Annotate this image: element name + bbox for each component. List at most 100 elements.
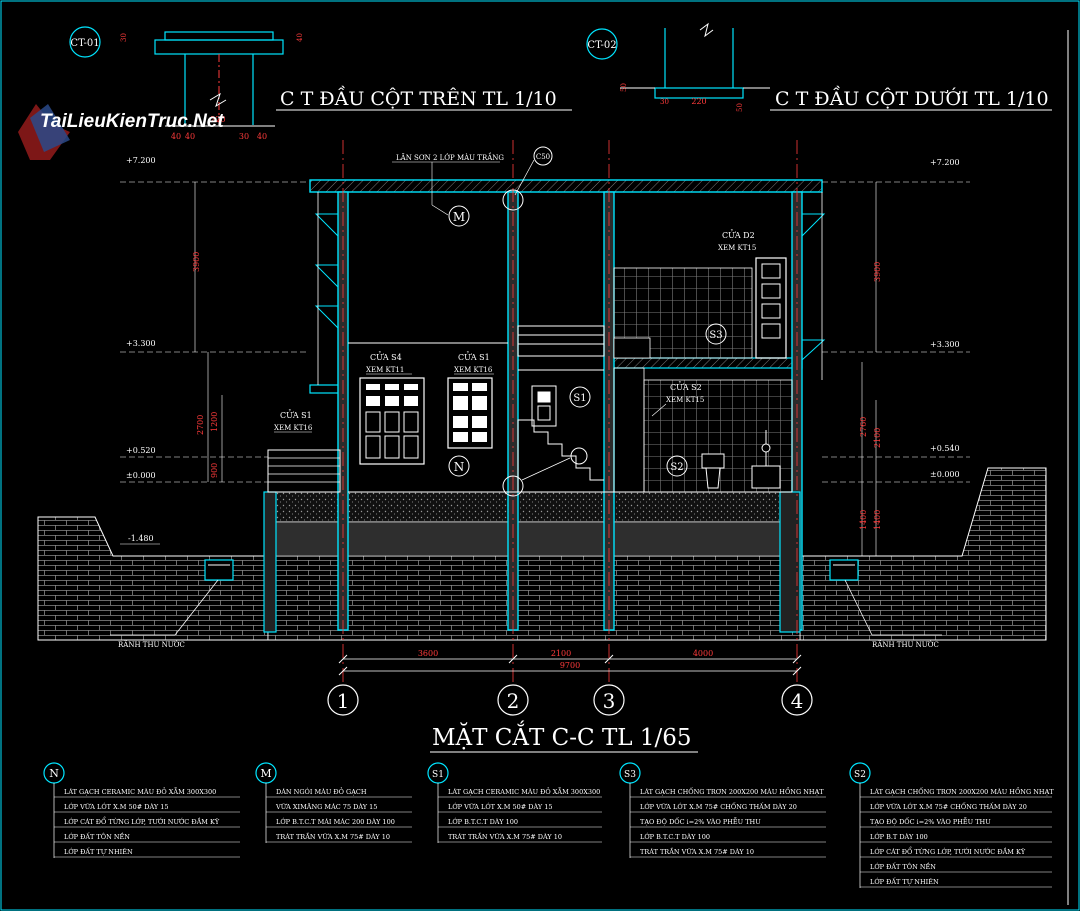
dimension-chain: 3600 2100 4000 9700	[338, 649, 802, 676]
svg-text:1400: 1400	[873, 510, 882, 530]
svg-text:900: 900	[210, 463, 219, 478]
detail-dim: 220	[210, 115, 225, 124]
svg-text:40: 40	[185, 132, 195, 141]
svg-text:XEM KT15: XEM KT15	[718, 244, 756, 252]
legend-n: N LÁT GẠCH CERAMIC MÀU ĐỎ XẪM 300X300LỚP …	[43, 762, 240, 858]
legend-line: TẠO ĐỘ DỐC i=2% VÀO PHỄU THU	[870, 816, 991, 826]
svg-text:+0.540: +0.540	[930, 444, 960, 453]
drain-label: RÃNH THU NƯỚC	[118, 640, 185, 649]
ground	[37, 467, 1047, 641]
svg-text:30: 30	[120, 33, 128, 42]
axis-bubbles: 1 2 3 4	[327, 684, 813, 716]
svg-text:4000: 4000	[693, 649, 713, 658]
svg-text:+7.200: +7.200	[126, 156, 156, 165]
svg-text:4: 4	[791, 689, 804, 713]
detail-tag: CT-02	[587, 40, 616, 51]
legend-line: LỚP ĐẤT TỰ NHIÊN	[64, 846, 133, 856]
svg-text:220: 220	[691, 97, 706, 106]
svg-text:XEM KT11: XEM KT11	[366, 366, 404, 374]
svg-text:-1.480: -1.480	[128, 534, 154, 543]
legend-line: LỚP B.T.C.T MÁI MÁC 200 DÀY 100	[276, 817, 395, 826]
svg-text:N: N	[454, 460, 465, 474]
sink	[751, 430, 781, 489]
staircase	[517, 325, 605, 492]
legend-line: DÁN NGÓI MÀU ĐỎ GẠCH	[276, 786, 367, 796]
callout-c50: C50	[536, 153, 550, 161]
drain-label: RÃNH THU NƯỚC	[872, 640, 939, 649]
door-labels: CỬA S4 XEM KT11 CỬA S1 XEM KT16 CỬA S1 X…	[274, 230, 756, 433]
window-s1-left	[267, 449, 341, 493]
legend-line: LỚP B.T.C.T DÀY 100	[448, 817, 518, 826]
legend-line: LÁT GẠCH CERAMIC MÀU ĐỎ XẪM 300X300	[64, 786, 216, 796]
detail-title: C T ĐẦU CỘT DƯỚI TL 1/10	[775, 85, 1049, 110]
window-s1	[447, 377, 493, 449]
svg-text:50: 50	[736, 103, 744, 112]
marker-s2: S2	[666, 455, 688, 477]
legend-line: LỚP VỮA LÓT X.M 75# CHỐNG THẤM DÀY 20	[870, 801, 1027, 811]
detail-title: C T ĐẦU CỘT TRÊN TL 1/10	[280, 85, 557, 110]
svg-text:2100: 2100	[551, 649, 571, 658]
drain-right: RÃNH THU NƯỚC	[829, 559, 942, 649]
material-legends: N LÁT GẠCH CERAMIC MÀU ĐỎ XẪM 300X300LỚP …	[43, 762, 1054, 888]
svg-text:M: M	[453, 210, 465, 224]
svg-text:3900: 3900	[873, 262, 882, 282]
axis-1: 1	[327, 684, 359, 716]
svg-text:+3.300: +3.300	[930, 340, 960, 349]
svg-text:XEM KT16: XEM KT16	[454, 366, 493, 374]
svg-text:CỬA S1: CỬA S1	[280, 410, 312, 420]
svg-text:2760: 2760	[859, 417, 868, 437]
svg-text:CỬA S1: CỬA S1	[458, 352, 490, 362]
axis-4: 4	[781, 684, 813, 716]
legend-line: LỚP CÁT ĐỔ TỪNG LỚP, TƯỚI NƯỚC ĐẦM KỸ	[870, 845, 1026, 856]
legend-m: M DÁN NGÓI MÀU ĐỎ GẠCH VỮA XIMĂNG MÁC 75 D…	[255, 762, 412, 843]
detail-ct02: CT-02 220 50 50 30 C T ĐẦU CỘT DƯỚI TL 1…	[586, 22, 1052, 112]
legend-line: LỚP VỮA LÓT X.M 75# CHỐNG THẤM DÀY 20	[640, 801, 797, 811]
legend-line: TRÁT TRẦN VỮA X.M 75# DÀY 10	[640, 846, 754, 856]
svg-text:2100: 2100	[873, 428, 882, 448]
door-d2	[755, 257, 787, 359]
svg-text:40: 40	[296, 33, 304, 42]
svg-text:3: 3	[603, 689, 616, 713]
legend-line: LỚP VỮA LÓT X.M 50# DÀY 15	[448, 802, 553, 811]
legend-line: TRÁT TRẦN VỮA X.M 75# DÀY 10	[276, 831, 390, 841]
detail-tag: CT-01	[70, 38, 99, 49]
building-section: LĂN SƠN 2 LỚP MÀU TRẮNG C50	[263, 140, 826, 690]
svg-text:CỬA D2: CỬA D2	[722, 230, 755, 240]
window-s4	[359, 377, 425, 465]
marker-m: M	[448, 205, 470, 227]
svg-text:XEM KT16: XEM KT16	[274, 424, 313, 432]
legend-line: LỚP B.T.C.T DÀY 100	[640, 832, 710, 841]
material-markers: M N S1 S2 S3	[448, 205, 727, 477]
detail-tag-circle	[69, 26, 101, 58]
legend-line: LỚP CÁT ĐỔ TỪNG LỚP, TƯỚI NƯỚC ĐẦM KỸ	[64, 815, 220, 826]
legend-line: LỚP B.T DÀY 100	[870, 832, 928, 841]
svg-text:CỬA S2: CỬA S2	[670, 382, 702, 392]
marker-s3: S3	[705, 323, 727, 345]
legend-key: S1	[432, 770, 444, 780]
legend-key: N	[49, 767, 59, 780]
legend-line: VỮA XIMĂNG MÁC 75 DÀY 15	[275, 802, 377, 811]
legend-key: S3	[624, 770, 636, 780]
legend-line: TRÁT TRẦN VỮA X.M 75# DÀY 10	[448, 831, 562, 841]
svg-text:1: 1	[337, 689, 350, 713]
marker-s1: S1	[569, 386, 591, 408]
legend-line: LỚP ĐẤT TÔN NỀN	[870, 861, 936, 871]
level-marks-left: +7.200 +3.300 +0.520 ±0.000 -1.480 3900 …	[120, 156, 308, 545]
axis-3: 3	[593, 684, 625, 716]
detail-ct01: CT-01 220 40 40 30 40 40 30 C T ĐẦU CỘT …	[69, 26, 572, 141]
svg-text:2700: 2700	[196, 415, 205, 435]
legend-line: LỚP ĐẤT TÔN NỀN	[64, 831, 130, 841]
svg-text:±0.000: ±0.000	[126, 471, 156, 480]
legend-key: M	[260, 767, 271, 780]
svg-text:+7.200: +7.200	[930, 158, 960, 167]
toilet	[701, 453, 725, 489]
svg-text:CỬA S4: CỬA S4	[370, 352, 402, 362]
svg-text:40: 40	[257, 132, 267, 141]
legend-line: LÁT GẠCH CERAMIC MÀU ĐỎ XẪM 300X300	[448, 786, 600, 796]
svg-text:XEM KT15: XEM KT15	[666, 396, 704, 404]
drain-left: RÃNH THU NƯỚC	[110, 559, 234, 649]
